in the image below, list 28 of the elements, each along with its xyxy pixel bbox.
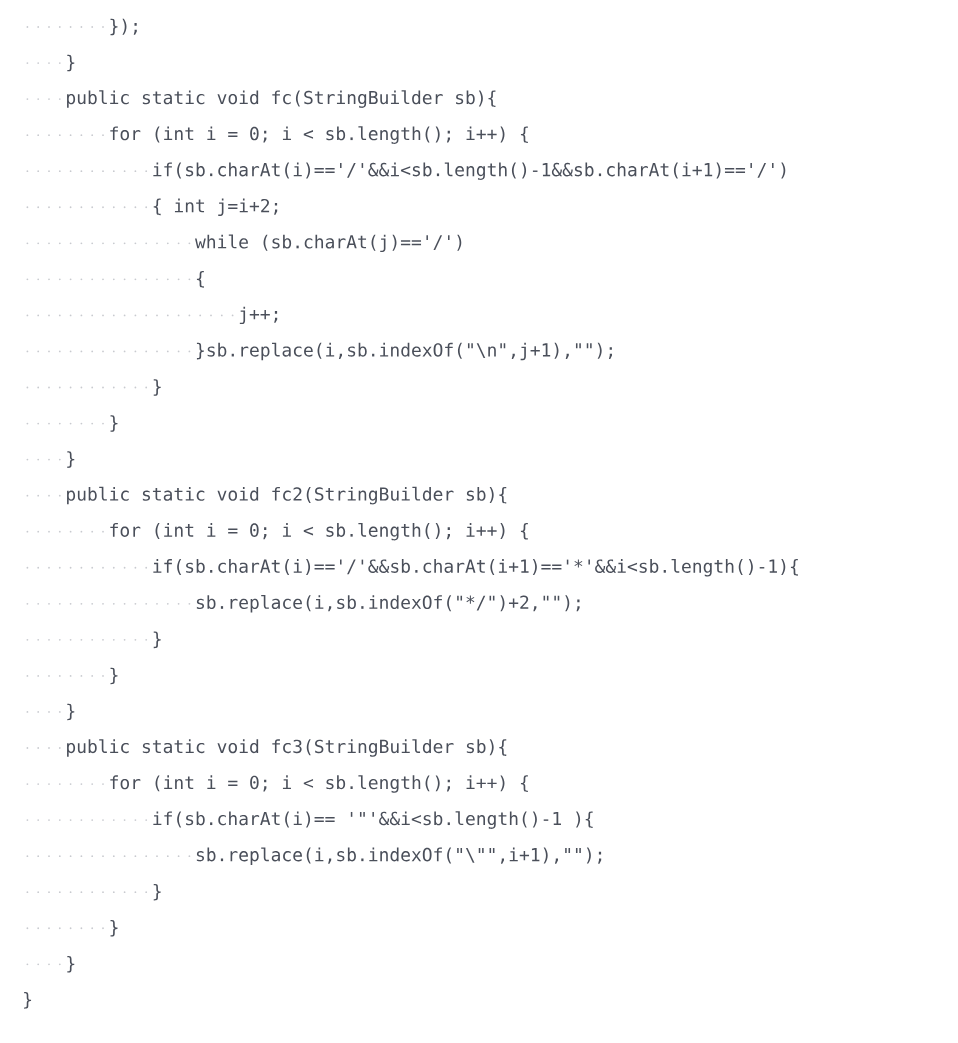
code-line: }: [67, 451, 75, 468]
code-line: public static void fc3(StringBuilder sb){: [67, 739, 507, 757]
code-line: }: [153, 631, 161, 649]
code-line: for (int i = 0; i < sb.length(); i++) {: [110, 126, 528, 144]
code-line: for (int i = 0; i < sb.length(); i++) {: [110, 522, 528, 541]
code-line: if(sb.charAt(i)=='/'&&i<sb.length()-1&&sb.charAt(i+1)=='/'): [153, 162, 786, 180]
code-line: }: [110, 667, 118, 685]
code-line: }: [110, 415, 118, 432]
code-line: }: [67, 703, 75, 721]
code-line: public static void fc(StringBuilder sb){: [67, 90, 496, 108]
code-line: });: [110, 18, 137, 36]
code-line: while (sb.charAt(j)=='/'): [195, 234, 462, 253]
code-line: }: [110, 920, 118, 937]
code-line: }: [153, 883, 161, 901]
code-line: }: [67, 54, 75, 72]
code-line: j++;: [239, 306, 278, 325]
code-line: }: [67, 956, 75, 973]
code-line: }: [24, 992, 32, 1009]
code-line: sb.replace(i,sb.indexOf("\"",i+1),"");: [196, 847, 602, 865]
code-line: public static void fc2(StringBuilder sb){: [67, 486, 507, 505]
code-line: sb.replace(i,sb.indexOf("*/")+2,"");: [196, 595, 580, 613]
code-line: if(sb.charAt(i)=='/'&&sb.charAt(i+1)=='*'&&i<sb.length()-1){: [153, 558, 798, 577]
code-line: if(sb.charAt(i)== '"'&&i<sb.length()-1 ){: [153, 811, 593, 829]
code-line: for (int i = 0; i < sb.length(); i++) {: [110, 775, 528, 793]
code-line: {: [196, 271, 204, 288]
code-line: }: [153, 379, 161, 396]
code-line: { int j=i+2;: [153, 198, 278, 216]
code-line: }sb.replace(i,sb.indexOf("\n",j+1),"");: [196, 342, 612, 361]
